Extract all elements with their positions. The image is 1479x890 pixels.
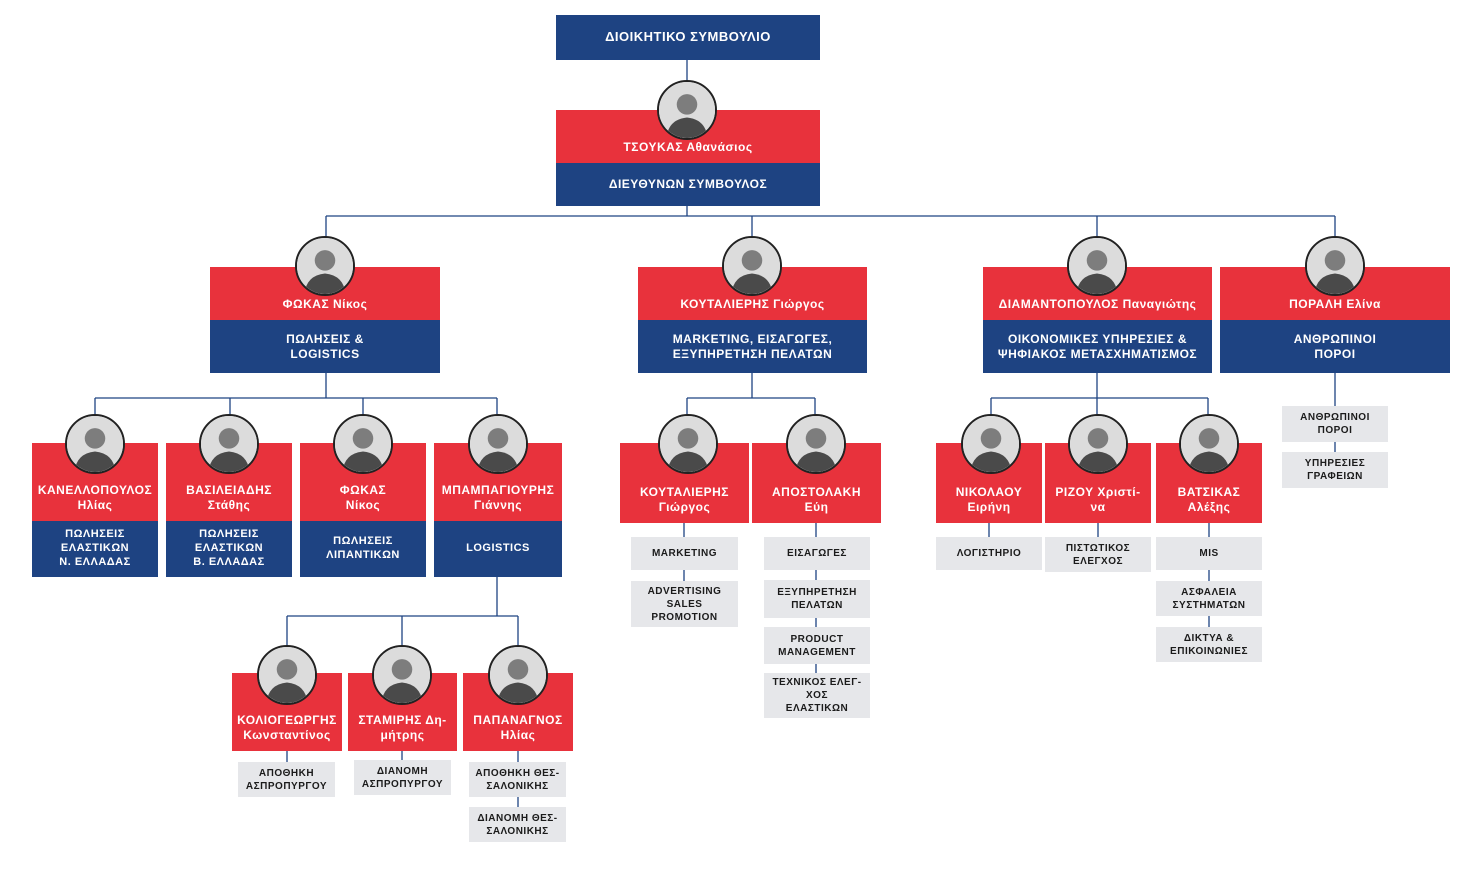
sales-manager-dept: ΠΩΛΗΣΕΙΣ ΕΛΑΣΤΙΚΩΝ Ν. ΕΛΛΑΔΑΣ — [59, 528, 131, 568]
unit-box: ΑΠΟΘΗΚΗ ΑΣΠΡΟΠΥΡΓΟΥ — [238, 762, 335, 797]
director-dept: ΠΩΛΗΣΕΙΣ & LOGISTICS — [286, 331, 364, 361]
unit-label: ΕΞΥΠΗΡΕΤΗΣΗ ΠΕΛΑΤΩΝ — [777, 587, 857, 611]
unit-box: ΑΝΘΡΩΠΙΝΟΙ ΠΟΡΟΙ — [1282, 406, 1388, 442]
person-photo-icon — [1068, 414, 1128, 474]
unit-box: ADVERTISING SALES PROMOTION — [631, 581, 738, 627]
person-photo-icon — [295, 236, 355, 296]
finance-member-name: ΝΙΚΟΛΑΟΥ Ειρήνη — [955, 485, 1023, 514]
sales-manager-dept: ΠΩΛΗΣΕΙΣ ΛΙΠΑΝΤΙΚΩΝ — [326, 535, 400, 561]
logistics-member-box-2: ΠΑΠΑΝΑΓΝΟΣ Ηλίας — [463, 673, 573, 751]
person-photo-icon — [488, 645, 548, 705]
director-dept: ΟΙΚΟΝΟΜΙΚΕΣ ΥΠΗΡΕΣΙΕΣ & ΨΗΦΙΑΚΟΣ ΜΕΤΑΣΧΗ… — [997, 331, 1198, 361]
unit-label: MIS — [1199, 548, 1219, 559]
director-name: ΚΟΥΤΑΛΙΕΡΗΣ Γιώργος — [680, 297, 825, 311]
unit-box: ΕΙΣΑΓΩΓΕΣ — [764, 537, 870, 570]
person-photo-icon — [658, 414, 718, 474]
ceo-photo-icon — [657, 80, 717, 140]
ceo-title: ΔΙΕΥΘΥΝΩΝ ΣΥΜΒΟΥΛΟΣ — [608, 177, 768, 191]
unit-box: ΤΕΧΝΙΚΟΣ ΕΛΕΓ- ΧΟΣ ΕΛΑΣΤΙΚΩΝ — [764, 673, 870, 718]
unit-box: MARKETING — [631, 537, 738, 570]
unit-box: ΛΟΓΙΣΤΗΡΙΟ — [936, 537, 1042, 570]
unit-label: MARKETING — [651, 548, 718, 559]
logistics-member-name: ΣΤΑΜΙΡΗΣ Δη- μήτρης — [358, 713, 447, 742]
person-photo-icon — [1305, 236, 1365, 296]
person-photo-icon — [961, 414, 1021, 474]
sales-manager-dept-box-1: ΠΩΛΗΣΕΙΣ ΕΛΑΣΤΙΚΩΝ Β. ΕΛΛΑΔΑΣ — [166, 521, 292, 577]
finance-member-name: ΡΙΖΟΥ Χριστί- να — [1055, 485, 1141, 514]
logistics-member-name: ΚΟΛΙΟΓΕΩΡΓΗΣ Κωνσταντίνος — [237, 713, 337, 742]
unit-box: PRODUCT MANAGEMENT — [764, 627, 870, 664]
unit-label: ΥΠΗΡΕΣΙΕΣ ΓΡΑΦΕΙΩΝ — [1304, 458, 1366, 482]
sales-manager-name: ΒΑΣΙΛΕΙΑΔΗΣ Στάθης — [186, 483, 272, 512]
ceo-name: ΤΣΟΥΚΑΣ Αθανάσιος — [623, 140, 753, 154]
sales-manager-name: ΦΩΚΑΣ Νίκος — [339, 483, 387, 512]
unit-box: ΔΙΚΤΥΑ & ΕΠΙΚΟΙΝΩΝΙΕΣ — [1156, 627, 1262, 662]
unit-box: ΔΙΑΝΟΜΗ ΘΕΣ- ΣΑΛΟΝΙΚΗΣ — [469, 807, 566, 842]
board-label: ΔΙΟΙΚΗΤΙΚΟ ΣΥΜΒΟΥΛΙΟ — [605, 29, 771, 45]
unit-box: ΔΙΑΝΟΜΗ ΑΣΠΡΟΠΥΡΓΟΥ — [354, 760, 451, 795]
unit-label: ΤΕΧΝΙΚΟΣ ΕΛΕΓ- ΧΟΣ ΕΛΑΣΤΙΚΩΝ — [772, 677, 862, 714]
unit-box: ΑΠΟΘΗΚΗ ΘΕΣ- ΣΑΛΟΝΙΚΗΣ — [469, 762, 566, 797]
finance-member-name: ΒΑΤΣΙΚΑΣ Αλέξης — [1177, 485, 1241, 514]
director-name: ΦΩΚΑΣ Νίκος — [282, 297, 368, 311]
unit-box: ΕΞΥΠΗΡΕΤΗΣΗ ΠΕΛΑΤΩΝ — [764, 580, 870, 618]
director-dept: ΑΝΘΡΩΠΙΝΟΙ ΠΟΡΟΙ — [1293, 331, 1377, 361]
logistics-member-name: ΠΑΠΑΝΑΓΝΟΣ Ηλίας — [473, 713, 563, 742]
marketing-member-name: ΑΠΟΣΤΟΛΑΚΗ Εύη — [772, 485, 861, 514]
unit-label: ΕΙΣΑΓΩΓΕΣ — [787, 548, 847, 559]
sales-manager-name: ΜΠΑΜΠΑΓΙΟΥΡΗΣ Γιάννης — [441, 483, 555, 512]
person-photo-icon — [786, 414, 846, 474]
person-photo-icon — [257, 645, 317, 705]
unit-label: ΑΣΦΑΛΕΙΑ ΣΥΣΤΗΜΑΤΩΝ — [1172, 586, 1246, 611]
unit-box: ΑΣΦΑΛΕΙΑ ΣΥΣΤΗΜΑΤΩΝ — [1156, 581, 1262, 616]
person-photo-icon — [1067, 236, 1127, 296]
unit-box: ΥΠΗΡΕΣΙΕΣ ΓΡΑΦΕΙΩΝ — [1282, 452, 1388, 488]
director-name: ΔΙΑΜΑΝΤΟΠΟΥΛΟΣ Παναγιώτης — [998, 297, 1197, 311]
sales-manager-dept: ΠΩΛΗΣΕΙΣ ΕΛΑΣΤΙΚΩΝ Β. ΕΛΛΑΔΑΣ — [193, 528, 265, 568]
sales-manager-name: ΚΑΝΕΛΛΟΠΟΥΛΟΣ Ηλίας — [37, 483, 153, 512]
unit-box: ΠΙΣΤΩΤΙΚΟΣ ΕΛΕΓΧΟΣ — [1045, 537, 1151, 572]
person-photo-icon — [1179, 414, 1239, 474]
director-dept-box-0: ΠΩΛΗΣΕΙΣ & LOGISTICS — [210, 320, 440, 373]
person-photo-icon — [65, 414, 125, 474]
board-box: ΔΙΟΙΚΗΤΙΚΟ ΣΥΜΒΟΥΛΙΟ — [556, 15, 820, 60]
unit-label: ΠΙΣΤΩΤΙΚΟΣ ΕΛΕΓΧΟΣ — [1065, 542, 1131, 567]
unit-label: ΔΙΑΝΟΜΗ ΑΣΠΡΟΠΥΡΓΟΥ — [361, 765, 444, 790]
person-photo-icon — [468, 414, 528, 474]
unit-label: ΔΙΑΝΟΜΗ ΘΕΣ- ΣΑΛΟΝΙΚΗΣ — [477, 812, 558, 837]
person-photo-icon — [333, 414, 393, 474]
unit-label: PRODUCT MANAGEMENT — [778, 633, 856, 658]
person-photo-icon — [722, 236, 782, 296]
unit-label: ΑΝΘΡΩΠΙΝΟΙ ΠΟΡΟΙ — [1300, 412, 1370, 436]
sales-manager-dept-box-0: ΠΩΛΗΣΕΙΣ ΕΛΑΣΤΙΚΩΝ Ν. ΕΛΛΑΔΑΣ — [32, 521, 158, 577]
sales-manager-dept: LOGISTICS — [466, 542, 530, 555]
director-dept-box-2: ΟΙΚΟΝΟΜΙΚΕΣ ΥΠΗΡΕΣΙΕΣ & ΨΗΦΙΑΚΟΣ ΜΕΤΑΣΧΗ… — [983, 320, 1212, 373]
person-photo-icon — [372, 645, 432, 705]
unit-box: MIS — [1156, 537, 1262, 570]
unit-label: ΑΠΟΘΗΚΗ ΑΣΠΡΟΠΥΡΓΟΥ — [245, 767, 328, 792]
unit-label: ADVERTISING SALES PROMOTION — [647, 585, 722, 623]
unit-label: ΔΙΚΤΥΑ & ΕΠΙΚΟΙΝΩΝΙΕΣ — [1170, 632, 1248, 657]
director-dept-box-3: ΑΝΘΡΩΠΙΝΟΙ ΠΟΡΟΙ — [1220, 320, 1450, 373]
person-photo-icon — [199, 414, 259, 474]
ceo-title-box: ΔΙΕΥΘΥΝΩΝ ΣΥΜΒΟΥΛΟΣ — [556, 163, 820, 206]
director-name: ΠΟΡΑΛΗ Ελίνα — [1289, 297, 1381, 311]
sales-manager-dept-box-3: LOGISTICS — [434, 521, 562, 577]
unit-label: ΑΠΟΘΗΚΗ ΘΕΣ- ΣΑΛΟΝΙΚΗΣ — [475, 767, 560, 792]
director-dept-box-1: MARKETING, ΕΙΣΑΓΩΓΕΣ, ΕΞΥΠΗΡΕΤΗΣΗ ΠΕΛΑΤΩ… — [638, 320, 867, 373]
unit-label: ΛΟΓΙΣΤΗΡΙΟ — [956, 548, 1022, 559]
director-dept: MARKETING, ΕΙΣΑΓΩΓΕΣ, ΕΞΥΠΗΡΕΤΗΣΗ ΠΕΛΑΤΩ… — [672, 331, 833, 361]
sales-manager-dept-box-2: ΠΩΛΗΣΕΙΣ ΛΙΠΑΝΤΙΚΩΝ — [300, 521, 426, 577]
marketing-member-name: ΚΟΥΤΑΛΙΕΡΗΣ Γιώργος — [640, 485, 729, 514]
